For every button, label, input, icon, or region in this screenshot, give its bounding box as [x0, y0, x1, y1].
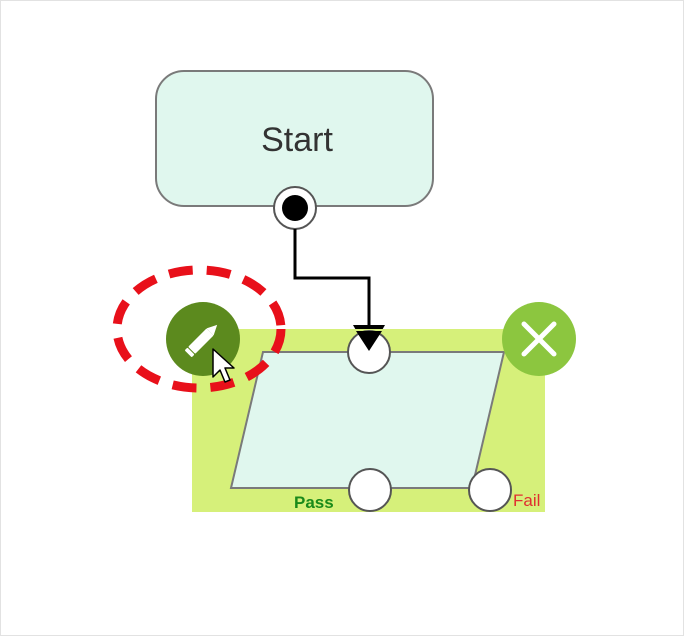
input-arrow-tip [356, 331, 382, 351]
pencil-icon [185, 324, 218, 357]
close-icon [521, 321, 557, 357]
fail-output-port[interactable] [468, 468, 512, 512]
fail-label: Fail [513, 491, 540, 510]
start-port-dot [282, 195, 308, 221]
start-node-label: Start [261, 121, 333, 159]
delete-button[interactable] [502, 302, 576, 376]
pass-output-port[interactable] [348, 468, 392, 512]
pass-label: Pass [294, 493, 334, 512]
cursor-arrow-icon [212, 348, 235, 383]
highlight-ring [112, 265, 286, 393]
connector-line[interactable] [293, 229, 371, 327]
start-node[interactable]: Start [155, 70, 434, 207]
start-output-port[interactable] [273, 186, 317, 230]
